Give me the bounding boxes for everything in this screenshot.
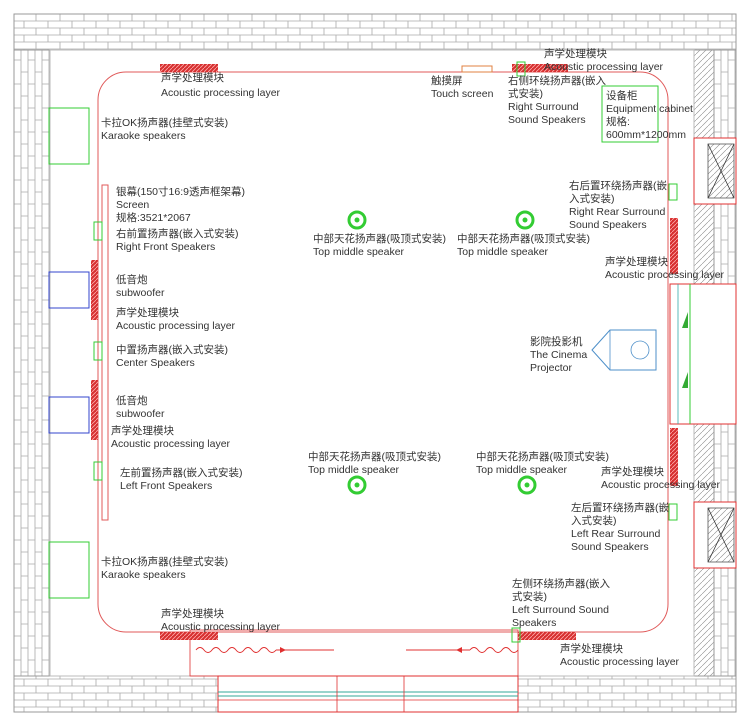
- right-rear-speaker: [668, 183, 678, 201]
- label-top-middle-2: 中部天花扬声器(吸顶式安装) Top middle speaker: [457, 233, 590, 258]
- label-acoustic-right-mid: 声学处理模块 Acoustic processing layer: [605, 256, 725, 281]
- left-surround-speaker: [511, 627, 521, 643]
- label-touch-screen: 触摸屏 Touch screen: [431, 75, 494, 100]
- bottom-heater-right: [406, 647, 519, 653]
- subwoofer-bottom: [48, 396, 90, 434]
- label-projector: 影院投影机 The Cinema Projector: [530, 336, 588, 374]
- wall-left: [13, 49, 51, 677]
- bottom-door-frame: [217, 675, 519, 713]
- label-acoustic-top-right: 声学处理模块 Acoustic processing layer: [544, 48, 664, 73]
- room-outline: [97, 71, 669, 633]
- projection-window: [669, 283, 737, 425]
- left-rear-speaker: [668, 503, 678, 521]
- label-acoustic-bottom-right: 声学处理模块 Acoustic processing layer: [560, 643, 680, 668]
- screen-frame: [101, 184, 109, 521]
- acoustic-panel-top-right: [512, 64, 568, 72]
- left-front-speaker: [93, 461, 103, 481]
- label-left-rear: 左后置环绕扬声器(嵌 入式安装) Left Rear Surround Soun…: [571, 502, 669, 553]
- label-left-surround: 左侧环绕扬声器(嵌入 式安装) Left Surround Sound Spea…: [512, 578, 610, 629]
- ceiling-speaker-4: [517, 475, 537, 495]
- acoustic-panel-right-upper: [670, 218, 678, 274]
- label-acoustic-bottom-left: 声学处理模块 Acoustic processing layer: [161, 608, 281, 633]
- label-screen: 银幕(150寸16:9透声框架幕) Screen 规格:3521*2067: [116, 186, 245, 224]
- label-center: 中置扬声器(嵌入式安装) Center Speakers: [116, 344, 228, 369]
- right-surround-speaker: [516, 61, 526, 77]
- bottom-heater-left: [195, 647, 334, 653]
- acoustic-panel-bottom-left: [160, 632, 218, 640]
- karaoke-speaker-bottom: [48, 541, 90, 599]
- acoustic-panel-left-lower: [91, 380, 98, 440]
- label-subwoofer-bottom: 低音炮 subwoofer: [116, 395, 165, 420]
- label-acoustic-left-1: 声学处理模块 Acoustic processing layer: [116, 307, 236, 332]
- right-front-speaker: [93, 221, 103, 241]
- acoustic-panel-left-upper: [91, 260, 98, 320]
- label-top-middle-1: 中部天花扬声器(吸顶式安装) Top middle speaker: [313, 233, 446, 258]
- karaoke-speaker-top: [48, 107, 90, 165]
- label-right-front: 右前置扬声器(嵌入式安装) Right Front Speakers: [116, 228, 239, 253]
- ceiling-speaker-2: [515, 210, 535, 230]
- label-acoustic-top-left: 声学处理模块 Acoustic processing layer: [161, 72, 281, 99]
- label-acoustic-left-2: 声学处理模块 Acoustic processing layer: [111, 425, 231, 450]
- label-subwoofer-top: 低音炮 subwoofer: [116, 274, 165, 299]
- touch-screen: [461, 65, 493, 73]
- label-acoustic-right-low: 声学处理模块 Acoustic processing layer: [601, 466, 721, 491]
- wall-top: [13, 13, 737, 51]
- subwoofer-top: [48, 271, 90, 309]
- projector-icon: [591, 329, 657, 371]
- ceiling-speaker-3: [347, 475, 367, 495]
- acoustic-panel-right-lower: [670, 428, 678, 486]
- label-equipment-cabinet: 设备柜 Equipment cabinet 规格: 600mm*1200mm: [606, 90, 693, 141]
- label-karaoke-top: 卡拉OK扬声器(挂壁式安装) Karaoke speakers: [101, 117, 229, 142]
- acoustic-panel-bottom-right: [518, 632, 576, 640]
- center-speaker: [93, 341, 103, 361]
- label-left-front: 左前置扬声器(嵌入式安装) Left Front Speakers: [120, 467, 243, 492]
- label-karaoke-bottom: 卡拉OK扬声器(挂壁式安装) Karaoke speakers: [101, 556, 229, 581]
- acoustic-panel-top-left: [160, 64, 218, 72]
- equipment-cabinet: [601, 85, 659, 143]
- label-right-rear: 右后置环绕扬声器(嵌 入式安装) Right Rear Surround Sou…: [569, 180, 667, 231]
- ceiling-speaker-1: [347, 210, 367, 230]
- label-right-surround: 右侧环绕扬声器(嵌入 式安装) Right Surround Sound Spe…: [508, 75, 606, 126]
- label-top-middle-4: 中部天花扬声器(吸顶式安装) Top middle speaker: [476, 451, 609, 476]
- label-top-middle-3: 中部天花扬声器(吸顶式安装) Top middle speaker: [308, 451, 441, 476]
